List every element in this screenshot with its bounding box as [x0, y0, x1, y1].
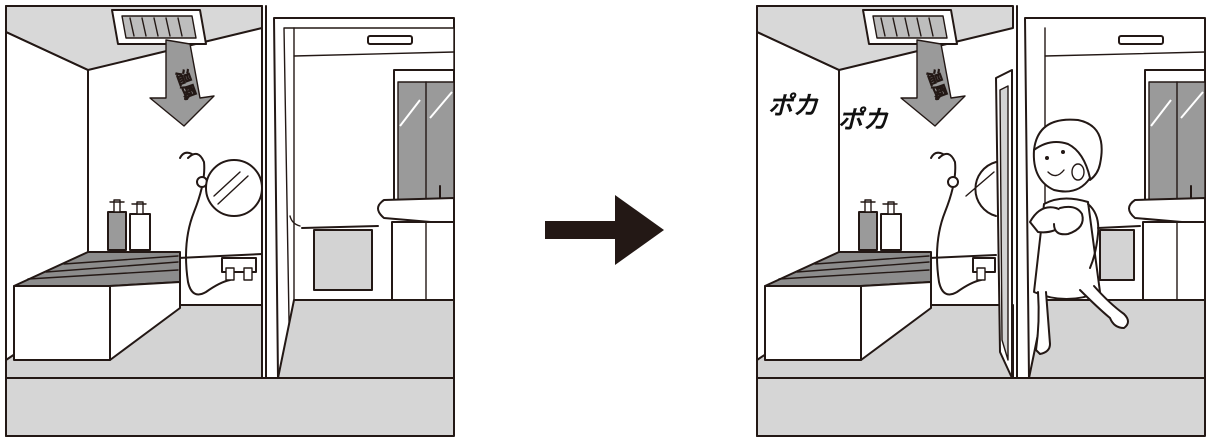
ceiling-heater-vent — [112, 10, 206, 44]
dressing-room-floor — [278, 300, 454, 378]
foreground-wall — [757, 378, 1205, 436]
ceiling-heater-vent — [863, 10, 957, 44]
sound-effect-poka-2: ポカ — [838, 105, 889, 134]
ceiling-light — [1119, 36, 1163, 44]
sound-effect-poka-1: ポカ — [768, 91, 819, 120]
towel-bar — [1098, 226, 1140, 280]
panel-after: 温風 ポカ ポカ — [757, 6, 1205, 436]
foreground-wall — [6, 378, 454, 436]
transition-arrow — [545, 195, 664, 265]
panel-before: 温風 — [6, 6, 454, 436]
round-mirror — [206, 160, 262, 216]
vanity-mirror — [394, 70, 454, 210]
ceiling-light — [368, 36, 412, 44]
vanity-mirror — [1145, 70, 1205, 210]
